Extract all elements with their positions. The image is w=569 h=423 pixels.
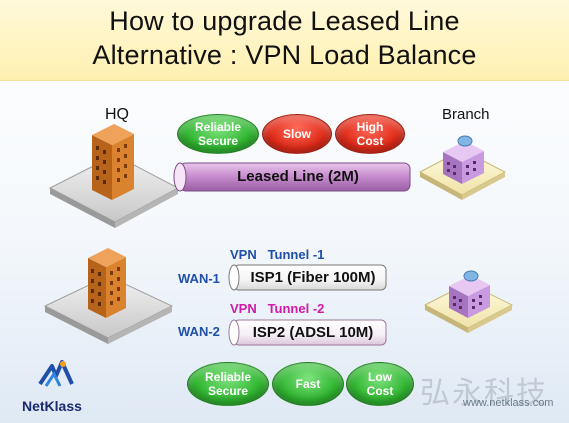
badge-fast: Fast <box>272 362 344 406</box>
vpn-tunnel-1-label: VPN Tunnel -1 <box>230 247 325 262</box>
watermark-url: www.netklass.com <box>463 397 554 409</box>
vpn-tunnel-2-label: VPN Tunnel -2 <box>230 301 325 316</box>
hq-label-top: HQ <box>105 106 129 123</box>
isp1-label: ISP1 (Fiber 100M) <box>250 269 376 286</box>
branch-label-top: Branch <box>442 106 490 123</box>
branch-building-bottom <box>423 270 514 333</box>
hq-building-bottom <box>43 248 174 344</box>
wan-1-label: WAN-1 <box>178 271 220 286</box>
isp2-label: ISP2 (ADSL 10M) <box>252 324 374 341</box>
title-line-1: How to upgrade Leased Line <box>109 6 460 36</box>
hq-building-top <box>48 124 180 228</box>
leased-line-label: Leased Line (2M) <box>237 168 359 185</box>
isp2-tube <box>228 319 387 346</box>
wan-2-label: WAN-2 <box>178 324 220 339</box>
isp1-tube <box>228 264 387 291</box>
watermark-chars: 弘永科技 <box>420 377 548 410</box>
badge-slow: Slow <box>262 114 332 154</box>
leased-line-tube <box>173 162 411 192</box>
title-bar <box>0 0 569 81</box>
branch-building-top <box>418 135 507 200</box>
netklass-logo-icon <box>38 360 74 387</box>
netklass-logo-text: NetKlass <box>22 398 82 414</box>
title-line-2: Alternative : VPN Load Balance <box>92 40 477 70</box>
